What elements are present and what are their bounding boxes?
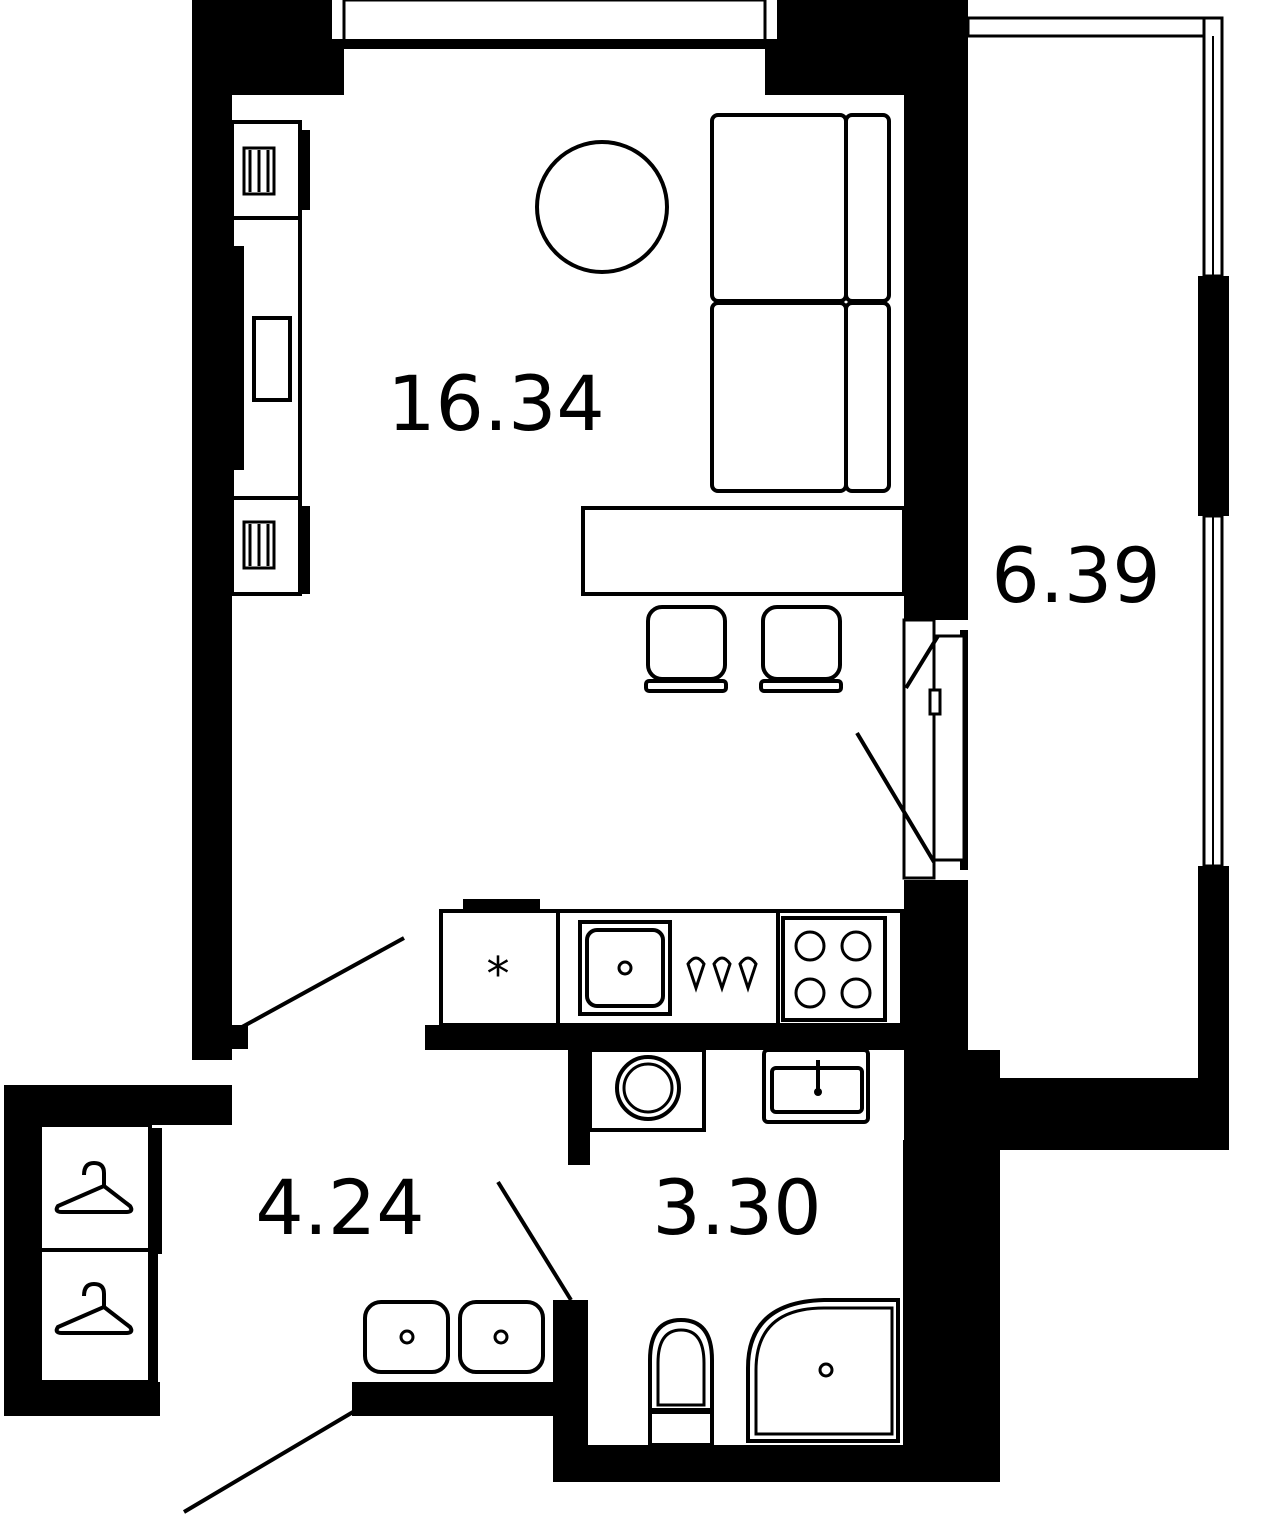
balcony-area: 6.39 — [991, 531, 1160, 620]
toilet — [648, 1317, 714, 1447]
hanger-icon — [54, 1160, 134, 1214]
balcony-glazing — [966, 16, 1224, 868]
wardrobe — [38, 1123, 162, 1384]
svg-text:*: * — [487, 947, 510, 1001]
hanger-icon — [54, 1281, 134, 1335]
drip-icon — [686, 956, 758, 993]
kitchen-door-swing — [241, 936, 405, 1029]
fridge-icon: * — [439, 899, 560, 1027]
hallway-area: 4.24 — [255, 1163, 424, 1252]
kitchen-sink — [556, 909, 780, 1027]
walls — [4, 0, 1229, 1482]
living-room-area: 16.34 — [387, 359, 605, 448]
bar-stool — [759, 605, 843, 693]
radiator-icon — [230, 496, 310, 596]
washing-machine — [588, 1048, 706, 1132]
double-washbasin — [363, 1300, 545, 1374]
balcony-door — [855, 618, 966, 880]
window — [332, 0, 777, 95]
bar-stool — [644, 605, 728, 693]
corner-shower — [746, 1298, 900, 1443]
bathroom-area: 3.30 — [652, 1163, 821, 1252]
tv-unit — [230, 216, 302, 500]
cooktop — [776, 909, 904, 1027]
round-table — [535, 140, 669, 274]
entrance-door — [182, 1410, 355, 1514]
bar-counter — [581, 506, 906, 596]
washbasin — [762, 1048, 870, 1124]
bathroom-door-swing — [496, 1180, 573, 1302]
sofa — [710, 113, 891, 493]
radiator-icon — [230, 120, 310, 220]
